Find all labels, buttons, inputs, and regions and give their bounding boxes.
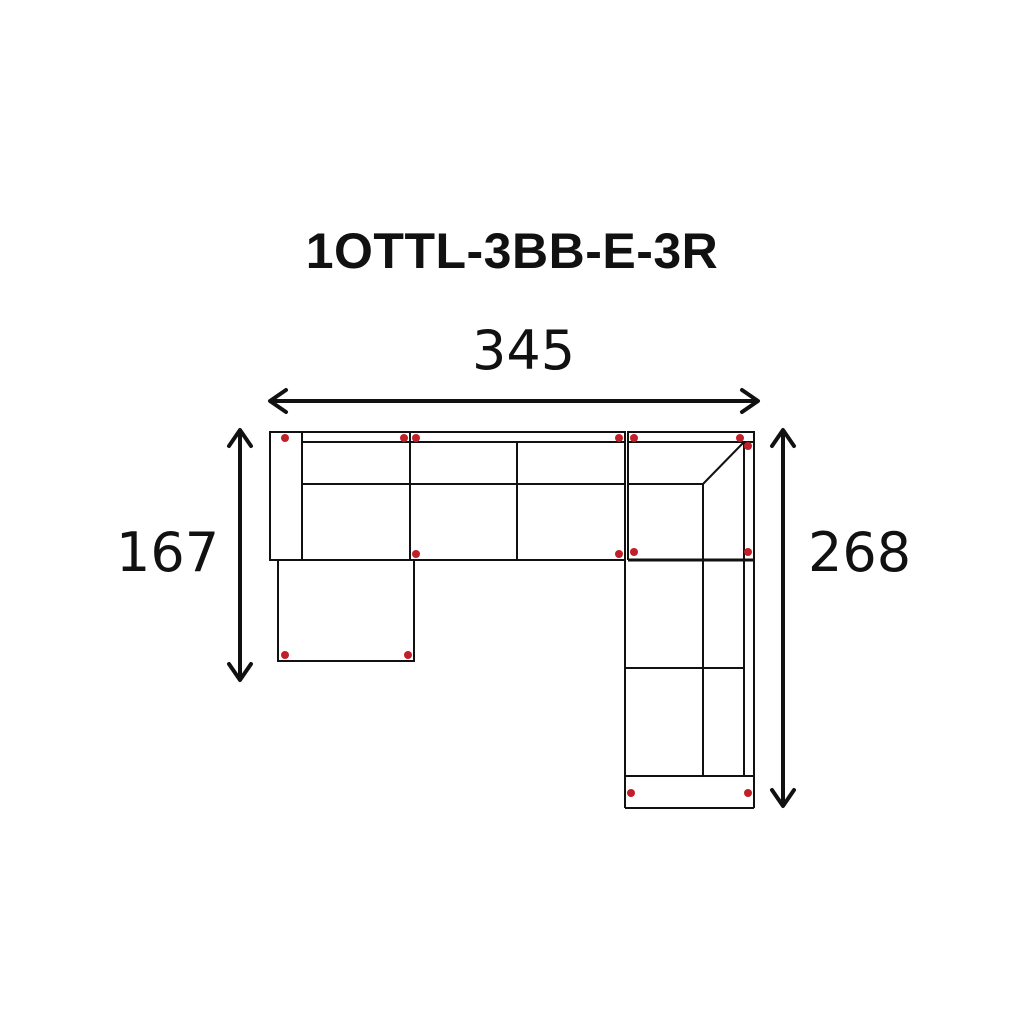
- model-code-title: 1OTTL-3BB-E-3R: [305, 223, 719, 279]
- left-depth-dimension-label: 167: [116, 521, 220, 584]
- width-dimension-label: 345: [472, 319, 576, 382]
- corner-module: [627, 431, 755, 562]
- connector-dots: [281, 434, 752, 797]
- right-depth-dimension-label: 268: [808, 521, 912, 584]
- right-arm-module: [624, 560, 755, 809]
- width-dimension-arrow: [268, 388, 760, 414]
- middle-sofa-module: [409, 431, 626, 561]
- right-depth-dimension-arrow: [770, 428, 796, 808]
- left-depth-dimension-arrow: [227, 428, 253, 682]
- chaise-module: [269, 431, 415, 662]
